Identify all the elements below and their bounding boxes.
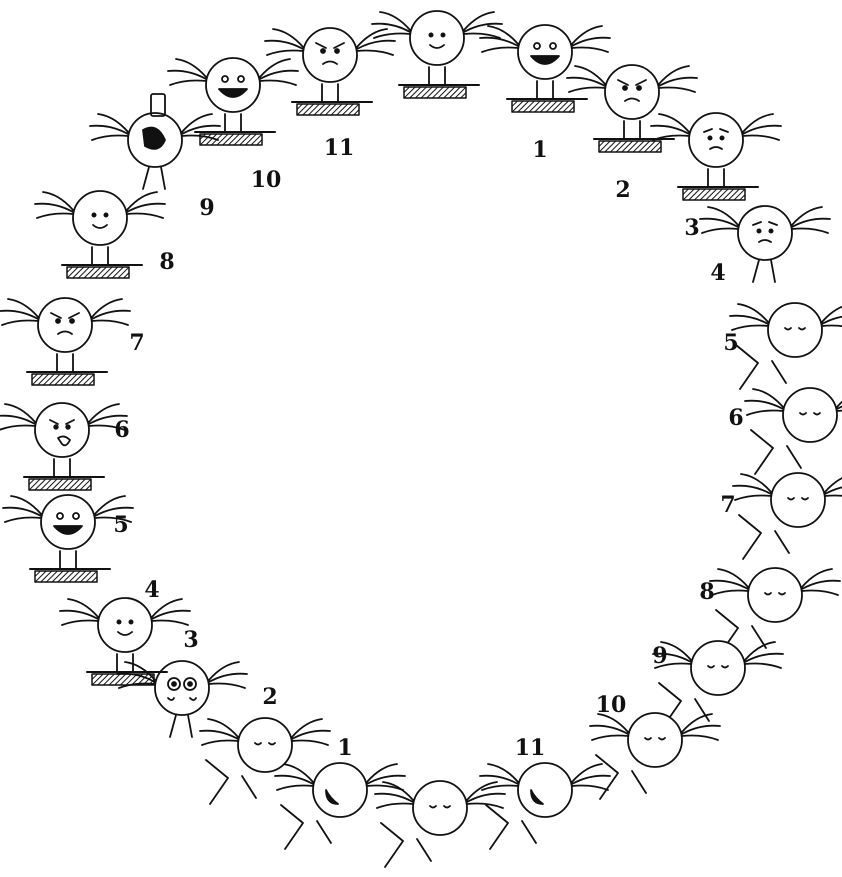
figure-4pm-smiling-desk	[55, 580, 195, 690]
angry-face-at-desk-icon	[260, 10, 400, 120]
figure-7am-sleeping	[728, 455, 842, 565]
clock-number: 1	[532, 139, 547, 161]
figure-7pm-annoyed-desk	[0, 280, 135, 390]
figure-11pm-angry-desk	[260, 10, 400, 120]
clock-number: 10	[251, 169, 282, 191]
clock-number: 2	[615, 179, 630, 201]
clock-number: 11	[324, 137, 355, 159]
annoyed-face-at-desk-icon	[0, 280, 135, 390]
tired-face-icon	[695, 188, 835, 298]
sleeping-face-icon	[728, 455, 842, 565]
figure-6pm-tongue-desk	[0, 385, 132, 495]
smiling-face-at-desk-icon	[55, 580, 195, 690]
figure-4am-tired	[695, 188, 835, 298]
tongue-out-face-at-desk-icon	[0, 385, 132, 495]
clock-ring: 12345678910113456789101112	[0, 0, 842, 857]
